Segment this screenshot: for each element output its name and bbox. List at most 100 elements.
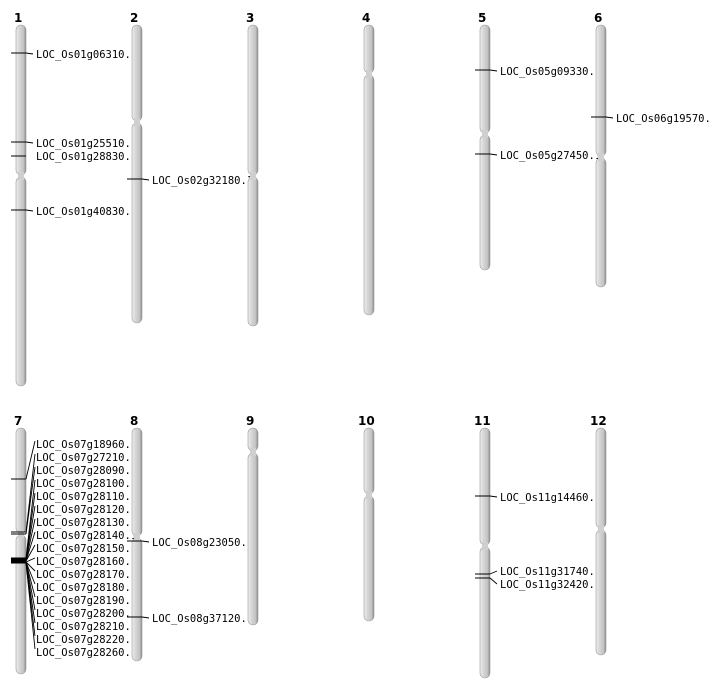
chromosome-number: 6 — [594, 11, 602, 25]
gene-label: LOC_Os08g23050.1 — [152, 537, 253, 549]
gene-label: LOC_Os11g14460.1 — [500, 492, 601, 504]
centromere — [366, 70, 372, 78]
chromosome-3: 3 — [246, 11, 259, 327]
chromosome-arm-p — [247, 24, 259, 176]
chromosome-10: 10 — [358, 414, 375, 622]
chromosome-arm-q — [15, 534, 27, 675]
chromosome-arm-p — [479, 427, 491, 546]
gene-label: LOC_Os07g28100.1 — [36, 478, 137, 490]
gene-leader-line — [25, 453, 36, 533]
chromosome-arm-q — [363, 74, 375, 316]
gene-label: LOC_Os07g28200.1 — [36, 608, 137, 620]
gene-label: LOC_Os08g37120.1 — [152, 613, 253, 625]
chromosome-number: 1 — [14, 11, 22, 25]
chromosome-arm-q — [247, 452, 259, 626]
gene-leader-line — [141, 616, 150, 619]
centromere — [134, 533, 140, 541]
chromosome-number: 12 — [590, 414, 607, 428]
gene-leader-line — [25, 531, 36, 562]
centromere — [18, 172, 24, 180]
gene-label: LOC_Os11g31740.1 — [500, 566, 601, 578]
chromosome-arm-p — [479, 24, 491, 134]
chromosome-1: 1LOC_Os01g06310.1LOC_Os01g25510.1LOC_Os0… — [11, 11, 137, 387]
gene-leader-line — [25, 557, 36, 563]
gene-leader-line — [25, 466, 36, 535]
chromosome-arm-p — [15, 427, 27, 534]
gene-label: LOC_Os07g28210.1 — [36, 621, 137, 633]
gene-label: LOC_Os01g25510.1 — [36, 138, 137, 150]
gene-leader-line — [25, 505, 36, 561]
chromosome-arm-q — [479, 546, 491, 679]
chromosome-number: 11 — [474, 414, 491, 428]
centromere — [482, 542, 488, 550]
gene-label: LOC_Os11g32420.1 — [500, 579, 601, 591]
gene-leader-line — [489, 577, 498, 585]
chromosome-arm-p — [595, 427, 607, 529]
gene-leader-line — [25, 440, 36, 480]
chromosome-number: 3 — [246, 11, 254, 25]
chromosome-arm-p — [363, 427, 375, 495]
gene-leader-line — [25, 518, 36, 562]
gene-leader-line — [25, 561, 36, 585]
gene-label: LOC_Os01g40830.1 — [36, 206, 137, 218]
gene-label: LOC_Os07g28130.1 — [36, 517, 137, 529]
gene-label: LOC_Os01g28830.1 — [36, 151, 137, 163]
gene-label: LOC_Os07g28120.1 — [36, 504, 137, 516]
gene-leader-line — [605, 116, 614, 119]
centromere — [598, 153, 604, 161]
chromosome-arm-p — [247, 427, 259, 452]
gene-label: LOC_Os06g19570.1 — [616, 113, 712, 125]
chromosome-number: 5 — [478, 11, 486, 25]
gene-label: LOC_Os05g09330.1 — [500, 66, 601, 78]
gene-label: LOC_Os07g28160.1 — [36, 556, 137, 568]
gene-label: LOC_Os02g32180.1 — [152, 175, 253, 187]
gene-label: LOC_Os07g18960.1 — [36, 439, 137, 451]
centromere — [134, 118, 140, 126]
gene-leader-line — [489, 153, 498, 156]
gene-leader-line — [25, 492, 36, 560]
gene-leader-line — [489, 570, 498, 575]
chromosome-12: 12 — [590, 414, 607, 656]
gene-leader-line — [25, 141, 34, 144]
centromere — [598, 525, 604, 533]
chromosome-arm-q — [363, 495, 375, 622]
chromosome-arm-q — [595, 157, 607, 288]
gene-label: LOC_Os07g28260.1 — [36, 647, 137, 659]
gene-label: LOC_Os07g28220.1 — [36, 634, 137, 646]
chromosome-arm-q — [15, 176, 27, 387]
chromosome-arm-p — [363, 24, 375, 74]
centromere — [250, 172, 256, 180]
gene-label: LOC_Os07g28170.1 — [36, 569, 137, 581]
gene-label: LOC_Os07g28180.1 — [36, 582, 137, 594]
gene-label: LOC_Os05g27450.1 — [500, 150, 601, 162]
chromosome-number: 7 — [14, 414, 22, 428]
chromosome-number: 9 — [246, 414, 254, 428]
chromosome-number: 10 — [358, 414, 375, 428]
gene-label: LOC_Os07g28140.1 — [36, 530, 137, 542]
chromosome-11: 11LOC_Os11g14460.1LOC_Os11g31740.1LOC_Os… — [474, 414, 601, 679]
chromosome-arm-q — [595, 529, 607, 656]
gene-label: LOC_Os07g27210.1 — [36, 452, 137, 464]
gene-label: LOC_Os07g28090.1 — [36, 465, 137, 477]
gene-leader-line — [489, 69, 498, 72]
chromosome-arm-p — [131, 427, 143, 537]
centromere — [482, 130, 488, 138]
chromosome-9: 9 — [246, 414, 259, 626]
gene-leader-line — [141, 540, 150, 543]
centromere — [366, 491, 372, 499]
gene-leader-line — [25, 209, 34, 212]
centromere — [250, 448, 256, 456]
gene-leader-line — [25, 561, 36, 572]
chromosome-arm-p — [15, 24, 27, 176]
gene-label: LOC_Os07g28190.1 — [36, 595, 137, 607]
chromosome-4: 4 — [362, 11, 375, 316]
chromosome-number: 2 — [130, 11, 138, 25]
chromosome-arm-p — [595, 24, 607, 157]
gene-leader-line — [25, 544, 36, 562]
chromosome-arm-p — [131, 24, 143, 122]
